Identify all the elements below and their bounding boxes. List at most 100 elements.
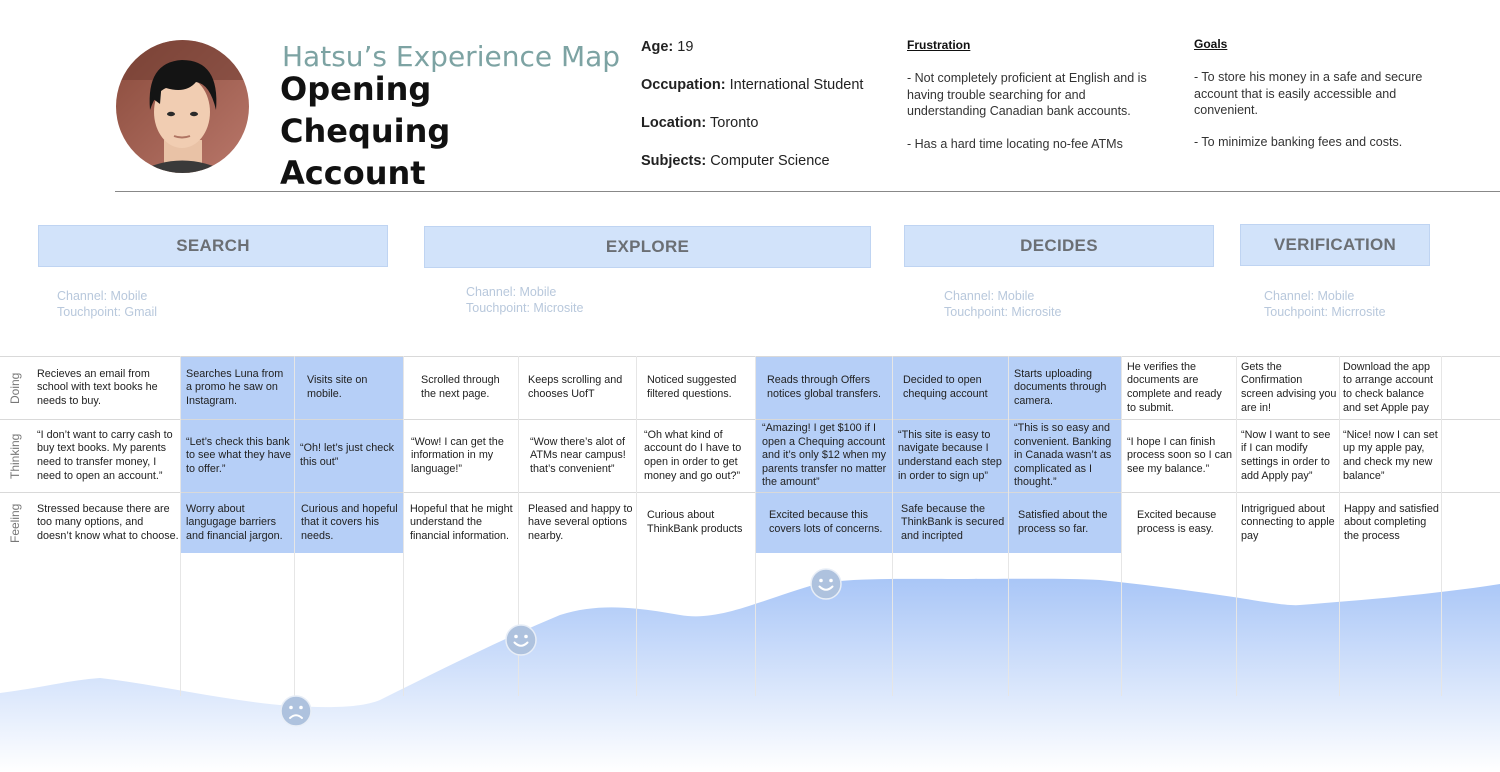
goal-item: - To minimize banking fees and costs. — [1194, 135, 1403, 149]
column-divider — [180, 356, 181, 696]
persona-occupation: Occupation: International Student — [641, 77, 863, 93]
column-divider — [755, 356, 756, 696]
touchpoint-text: Touchpoint: Gmail — [57, 305, 158, 319]
channel-text: Channel: Mobile — [466, 285, 557, 299]
avatar — [116, 40, 249, 173]
column-divider — [403, 356, 404, 696]
touchpoint-text: Touchpoint: Microsite — [944, 305, 1062, 319]
thinking-cell: “I hope I can finish process soon so I c… — [1127, 435, 1233, 475]
goals-title: Goals — [1194, 37, 1228, 51]
row-label-thinking: Thinking — [8, 433, 22, 479]
feeling-cell: Pleased and happy to have several option… — [528, 502, 633, 542]
stage-explore: EXPLORE — [424, 226, 871, 268]
row-divider — [0, 492, 1500, 493]
thinking-cell: “Wow! I can get the information in my la… — [411, 435, 504, 475]
feeling-cell: Safe because the ThinkBank is secured an… — [901, 502, 1005, 542]
occupation-label: Occupation: — [641, 77, 726, 93]
thinking-cell: “Nice! now I can set up my apple pay, an… — [1343, 428, 1438, 482]
column-divider — [294, 356, 295, 696]
feeling-cell: Worry about langugage barriers and finan… — [186, 502, 283, 542]
column-divider — [1339, 356, 1340, 696]
column-divider — [1008, 356, 1009, 696]
frustration-item: - Not completely proficient at English a… — [907, 71, 1147, 118]
channel-text: Channel: Mobile — [57, 289, 148, 303]
doing-cell: Recieves an email from school with text … — [37, 367, 158, 407]
thinking-cell: “Let’s check this bank to see what they … — [186, 435, 292, 475]
map-subtitle: Hatsu’s Experience Map — [282, 40, 621, 73]
doing-cell: Gets the Confirmation screen advising yo… — [1241, 360, 1337, 414]
doing-cell: Reads through Offers notices global tran… — [767, 374, 882, 400]
feeling-cell: Curious and hopeful that it covers his n… — [301, 502, 398, 542]
emotion-curve — [0, 578, 1500, 772]
doing-cell: Keeps scrolling and chooses UofT — [528, 374, 623, 400]
feeling-cell: Intrigrigued about connecting to apple p… — [1241, 502, 1335, 542]
doing-cell: He verifies the documents are complete a… — [1127, 360, 1222, 414]
column-divider — [1236, 356, 1237, 696]
row-divider — [0, 356, 1500, 357]
location-value: Toronto — [710, 115, 759, 131]
age-value: 19 — [677, 39, 694, 55]
column-divider — [892, 356, 893, 696]
column-divider — [518, 356, 519, 696]
touchpoint-text: Touchpoint: Microsite — [466, 301, 584, 315]
doing-cell: Searches Luna from a promo he saw on Ins… — [186, 367, 284, 407]
column-divider — [636, 356, 637, 696]
emotion-area — [0, 578, 1500, 772]
happy-face-icon — [505, 624, 537, 656]
channel-text: Channel: Mobile — [944, 289, 1035, 303]
occupation-value: International Student — [729, 77, 864, 93]
subjects-value: Computer Science — [710, 153, 830, 169]
thinking-cell: “Oh what kind of account do I have to op… — [644, 428, 742, 482]
highlight-block — [181, 357, 404, 553]
feeling-cell: Satisfied about the process so far. — [1018, 509, 1108, 535]
location-label: Location: — [641, 115, 707, 131]
stage-decides: DECIDES — [904, 225, 1214, 267]
thinking-cell: “Oh! let’s just check this out” — [300, 442, 395, 468]
doing-cell: Visits site on mobile. — [307, 374, 368, 400]
stage-verification: VERIFICATION — [1240, 224, 1430, 266]
doing-cell: Download the app to arrange account to c… — [1343, 360, 1434, 414]
happy-face-icon — [810, 568, 842, 600]
thinking-cell: “Amazing! I get $100 if I open a Chequin… — [762, 422, 887, 489]
row-label-feeling: Feeling — [8, 503, 22, 543]
persona-photo — [116, 40, 249, 173]
column-divider — [1441, 356, 1442, 696]
doing-cell: Decided to open chequing account — [903, 374, 988, 400]
highlight-block — [756, 357, 1121, 553]
column-divider — [1121, 356, 1122, 696]
thinking-cell: “I don’t want to carry cash to buy text … — [37, 428, 173, 482]
stage-search: SEARCH — [38, 225, 388, 267]
thinking-cell: “Wow there’s alot of ATMs near campus! t… — [530, 435, 626, 475]
feeling-cell: Excited because this covers lots of conc… — [769, 509, 883, 535]
feeling-cell: Happy and satisfied about completing the… — [1344, 502, 1439, 542]
thinking-cell: “Now I want to see if I can modify setti… — [1241, 428, 1331, 482]
doing-cell: Starts uploading documents through camer… — [1014, 367, 1107, 407]
page-title: Opening Chequing Account — [280, 70, 451, 192]
row-divider — [0, 419, 1500, 420]
thinking-cell: “This is so easy and convenient. Banking… — [1014, 422, 1112, 489]
subjects-label: Subjects: — [641, 153, 707, 169]
touchpoint-text: Touchpoint: Micrrosite — [1264, 305, 1386, 319]
feeling-cell: Excited because process is easy. — [1137, 509, 1217, 535]
frustration-item: - Has a hard time locating no-fee ATMs — [907, 137, 1123, 151]
header-divider — [115, 191, 1500, 192]
persona-age: Age: 19 — [641, 39, 693, 55]
feeling-cell: Curious about ThinkBank products — [647, 509, 743, 535]
persona-location: Location: Toronto — [641, 115, 758, 131]
channel-text: Channel: Mobile — [1264, 289, 1355, 303]
row-label-doing: Doing — [8, 372, 22, 404]
sad-face-icon — [280, 695, 312, 727]
thinking-cell: “This site is easy to navigate because I… — [898, 428, 1002, 482]
doing-cell: Noticed suggested filtered questions. — [647, 374, 737, 400]
age-label: Age: — [641, 39, 674, 55]
feeling-cell: Hopeful that he might understand the fin… — [410, 502, 513, 542]
frustration-title: Frustration — [907, 38, 971, 52]
persona-subjects: Subjects: Computer Science — [641, 153, 830, 169]
doing-cell: Scrolled through the next page. — [421, 374, 500, 400]
feeling-cell: Stressed because there are too many opti… — [37, 502, 179, 542]
goal-item: - To store his money in a safe and secur… — [1194, 70, 1423, 117]
